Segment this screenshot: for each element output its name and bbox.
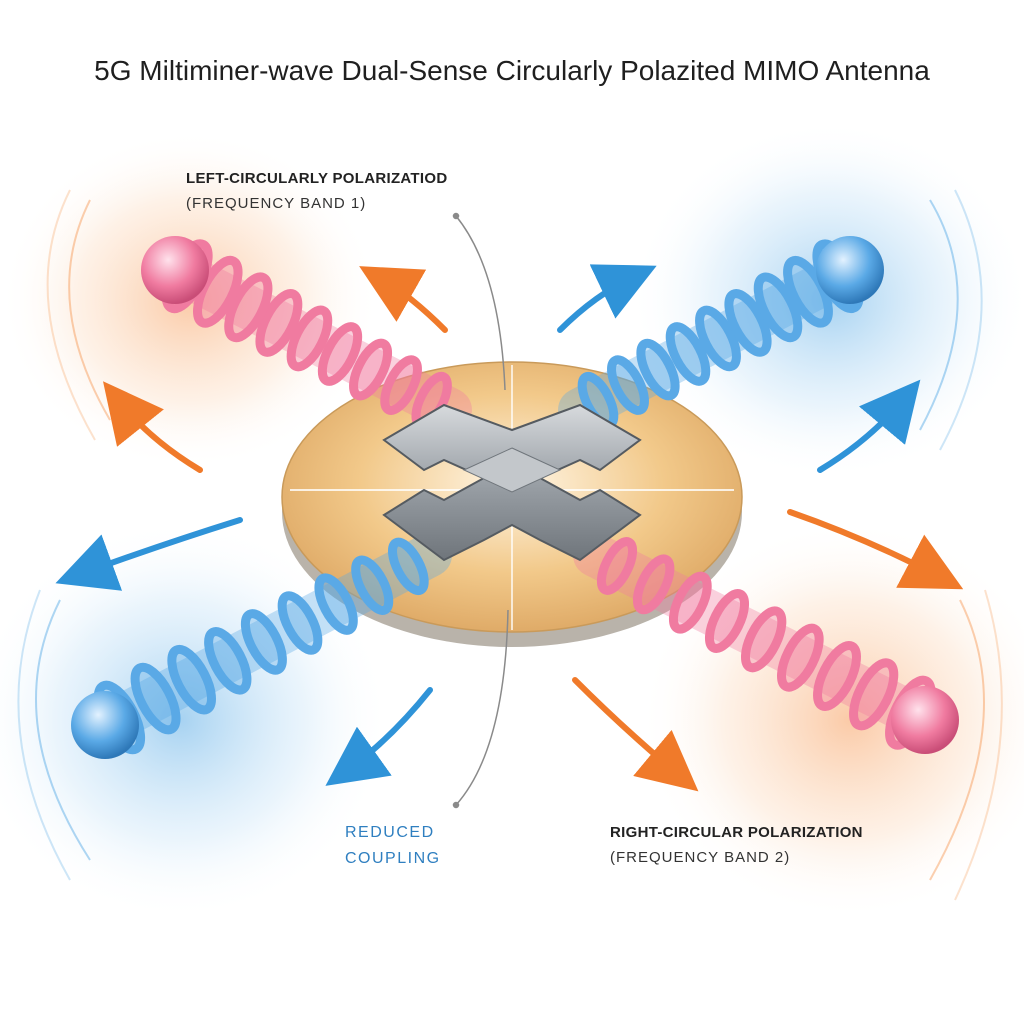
wave-rings <box>17 189 1003 901</box>
glow-bottom-right <box>640 520 1024 920</box>
helix-arm-bottom-right <box>573 533 959 754</box>
helix-coil <box>665 322 711 386</box>
helix-coil <box>753 272 803 343</box>
lhcp-title: LEFT-CIRCULARLY POLARIZATIOD <box>186 170 448 187</box>
wave-arrow-icon <box>787 509 964 590</box>
helix-coil <box>204 627 252 695</box>
wave-ring <box>939 189 983 451</box>
leader-line-coupling <box>455 609 509 806</box>
helix-arm-bottom-left <box>71 533 452 759</box>
helix-arms <box>71 236 959 759</box>
wave-arrow-icon <box>557 264 657 333</box>
wave-arrow-icon <box>817 379 921 473</box>
helix-coil <box>277 591 323 655</box>
wave-arrow-icon <box>572 677 699 792</box>
helix-core <box>83 533 452 747</box>
helix-coil <box>740 606 787 673</box>
helix-coil <box>607 355 649 415</box>
leader-dot <box>452 212 460 220</box>
helix-coil <box>704 589 750 653</box>
wave-arrow-icon <box>325 687 433 786</box>
helix-coil <box>596 537 638 595</box>
helix-end-cap <box>71 691 139 759</box>
wave-ring <box>929 599 985 881</box>
helix-end-cap <box>141 236 209 304</box>
helix-core <box>573 533 947 742</box>
helix-coil <box>387 537 429 596</box>
leader-dot <box>452 801 460 809</box>
helix-coil <box>724 289 772 357</box>
feed-center <box>462 447 562 493</box>
wave-arrow-icon <box>55 517 243 591</box>
helix-end-cap <box>816 236 884 304</box>
wave-ring <box>68 199 111 421</box>
leader-lines <box>452 212 509 809</box>
helix-coil <box>314 573 358 635</box>
cross-feed-network <box>382 403 642 562</box>
wave-ring <box>954 589 1003 901</box>
helix-coil <box>224 272 273 343</box>
helix-coil <box>668 571 712 634</box>
wave-glow-group <box>0 120 1024 920</box>
helix-arm-top-left <box>141 236 472 432</box>
helix-coil <box>286 305 333 372</box>
helix-coil <box>317 322 363 386</box>
helix-coil <box>813 641 861 711</box>
label-left-circular-polarization: LEFT-CIRCULARLY POLARIZATIOD (FREQUENCY … <box>186 170 447 212</box>
helix-core <box>153 248 472 432</box>
helix-coil <box>351 555 394 615</box>
helix-coil <box>636 338 680 401</box>
rhcp-title: RIGHT-CIRCULAR POLARIZATION <box>610 824 863 841</box>
leader-line-lhcp <box>455 215 506 391</box>
label-right-circular-polarization: RIGHT-CIRCULAR POLARIZATION (FREQUENCY B… <box>610 824 863 866</box>
wave-ring <box>46 189 96 441</box>
helix-core <box>558 248 872 432</box>
rhcp-band: (FREQUENCY BAND 2) <box>610 849 791 866</box>
radiation-arrows <box>55 264 964 792</box>
helix-coil <box>777 623 824 692</box>
wave-arrow-icon <box>103 381 203 473</box>
wave-ring <box>919 199 959 431</box>
glow-bottom-left <box>0 520 390 920</box>
helix-coil <box>240 609 287 675</box>
helix-coil <box>380 355 422 415</box>
helix-coil <box>167 644 216 715</box>
helix-coil <box>695 305 741 372</box>
helix-coil <box>632 554 675 615</box>
label-reduced-coupling: REDUCED COUPLING <box>345 824 441 868</box>
diagram-title: 5G Miltiminer-wave Dual-Sense Circularly… <box>94 55 930 86</box>
coupling-line1: REDUCED <box>345 824 435 841</box>
coupling-line2: COUPLING <box>345 850 441 867</box>
lhcp-band: (FREQUENCY BAND 1) <box>186 195 367 212</box>
helix-end-cap <box>891 686 959 754</box>
helix-coil <box>130 662 181 735</box>
wave-ring <box>17 589 71 881</box>
helix-coil <box>349 338 393 401</box>
helix-coil <box>849 658 899 731</box>
wave-arrow-icon <box>359 266 448 333</box>
wave-ring <box>35 599 91 861</box>
helix-arm-top-right <box>558 236 884 432</box>
helix-coil <box>255 289 303 357</box>
